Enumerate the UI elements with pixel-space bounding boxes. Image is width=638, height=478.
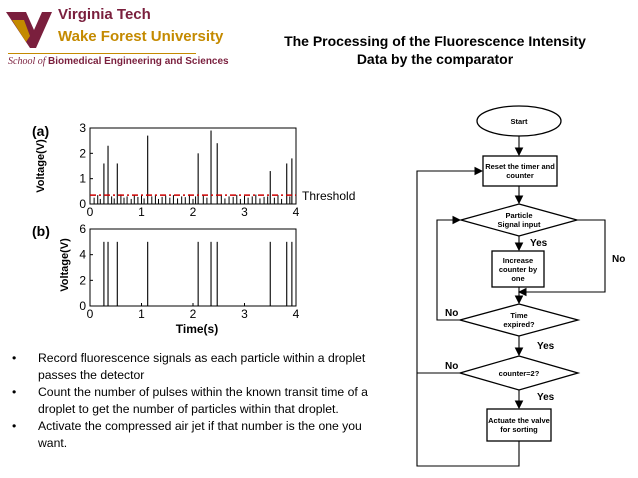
x-tick-label: 3 (241, 205, 248, 219)
school-title: Biomedical Engineering and Sciences (48, 56, 229, 67)
start-text: Start (510, 117, 528, 126)
chart-b-panel-label: (b) (32, 223, 50, 239)
chart-b: (b) Voltage(V) 0 1 2 3 4 0 2 4 6 Time(s) (32, 222, 300, 336)
flowchart: Start Reset the timer and counter Partic… (416, 105, 625, 467)
y-tick-label: 2 (79, 146, 86, 160)
increase-text-1: Increase (503, 256, 533, 265)
threshold-label: Threshold (302, 189, 355, 203)
bullet-dot-icon: • (12, 385, 17, 399)
x-tick-label: 0 (87, 205, 94, 219)
school-prefix: School of (8, 56, 46, 67)
actuate-text-2: for sorting (500, 425, 538, 434)
y-tick-label: 6 (79, 222, 86, 236)
label-no-particle: No (612, 254, 625, 265)
y-tick-label: 0 (79, 197, 86, 211)
arrow-particle-no (517, 219, 606, 297)
x-tick-label: 0 (87, 307, 94, 321)
x-tick-label: 1 (138, 205, 145, 219)
label-yes-counter: Yes (537, 392, 555, 403)
logo-divider (8, 53, 196, 54)
increase-text-2: counter by (499, 265, 538, 274)
label-no-time: No (445, 308, 458, 319)
x-tick-label: 1 (138, 307, 145, 321)
label-no-counter: No (445, 361, 458, 372)
x-tick-label: 2 (190, 307, 197, 321)
chart-b-xlabel: Time(s) (176, 322, 218, 336)
arrow-time-no (436, 215, 462, 321)
reset-text-2: counter (506, 171, 534, 180)
y-tick-label: 0 (79, 299, 86, 313)
label-yes-particle: Yes (530, 238, 548, 249)
increase-node (491, 250, 545, 288)
title-line-2: Data by the comparator (356, 51, 514, 67)
bullet-text: Record fluorescence signals as each part… (38, 351, 366, 382)
y-tick-label: 1 (79, 172, 86, 186)
virginia-tech-logo-icon (6, 12, 52, 48)
chart-a-panel-label: (a) (32, 123, 49, 139)
particle-text-2: Signal input (498, 220, 541, 229)
plot-frame (89, 228, 297, 307)
bullet-text: Activate the compressed air jet if that … (38, 419, 362, 450)
label-yes-time: Yes (537, 341, 555, 352)
page-title: The Processing of the Fluorescence Inten… (230, 32, 638, 68)
bullet-text: Count the number of pulses within the kn… (38, 385, 368, 416)
org-name-virginia-tech: Virginia Tech (58, 6, 151, 23)
arrow-return-reset (416, 166, 520, 467)
bullet-dot-icon: • (12, 351, 17, 365)
chart-a-plot: 0 1 2 3 4 0 1 2 3 (79, 121, 299, 219)
x-tick-label: 4 (293, 205, 300, 219)
bullet-dot-icon: • (12, 419, 17, 433)
x-tick-label: 3 (241, 307, 248, 321)
school-name: School of Biomedical Engineering and Sci… (8, 56, 229, 67)
bullet-item: • Record fluorescence signals as each par… (10, 350, 390, 384)
particle-text-1: Particle (505, 211, 532, 220)
plot-frame (89, 127, 297, 205)
org-name-wake-forest: Wake Forest University (58, 28, 224, 45)
time-text-1: Time (510, 311, 527, 320)
chart-b-plot: 0 1 2 3 4 0 2 4 6 (79, 222, 299, 321)
chart-a: (a) Voltage(V) 0 1 2 3 4 0 1 2 3 Threshold (32, 121, 355, 219)
increase-text-3: one (511, 274, 524, 283)
y-tick-label: 3 (79, 121, 86, 135)
bullet-list: • Record fluorescence signals as each par… (10, 350, 390, 452)
reset-text-1: Reset the timer and (485, 162, 555, 171)
actuate-text-1: Actuate the valve (488, 416, 550, 425)
chart-a-ylabel: Voltage(V) (35, 139, 47, 193)
bullet-item: • Count the number of pulses within the k… (10, 384, 390, 418)
y-tick-label: 4 (79, 248, 86, 262)
counter-text: counter=2? (499, 369, 540, 378)
time-text-2: expired? (503, 320, 535, 329)
title-line-1: The Processing of the Fluorescence Inten… (284, 33, 586, 49)
y-tick-label: 2 (79, 273, 86, 287)
bullet-item: • Activate the compressed air jet if that… (10, 418, 390, 452)
chart-b-ylabel: Voltage(V) (59, 238, 71, 292)
x-tick-label: 2 (190, 205, 197, 219)
x-tick-label: 4 (293, 307, 300, 321)
